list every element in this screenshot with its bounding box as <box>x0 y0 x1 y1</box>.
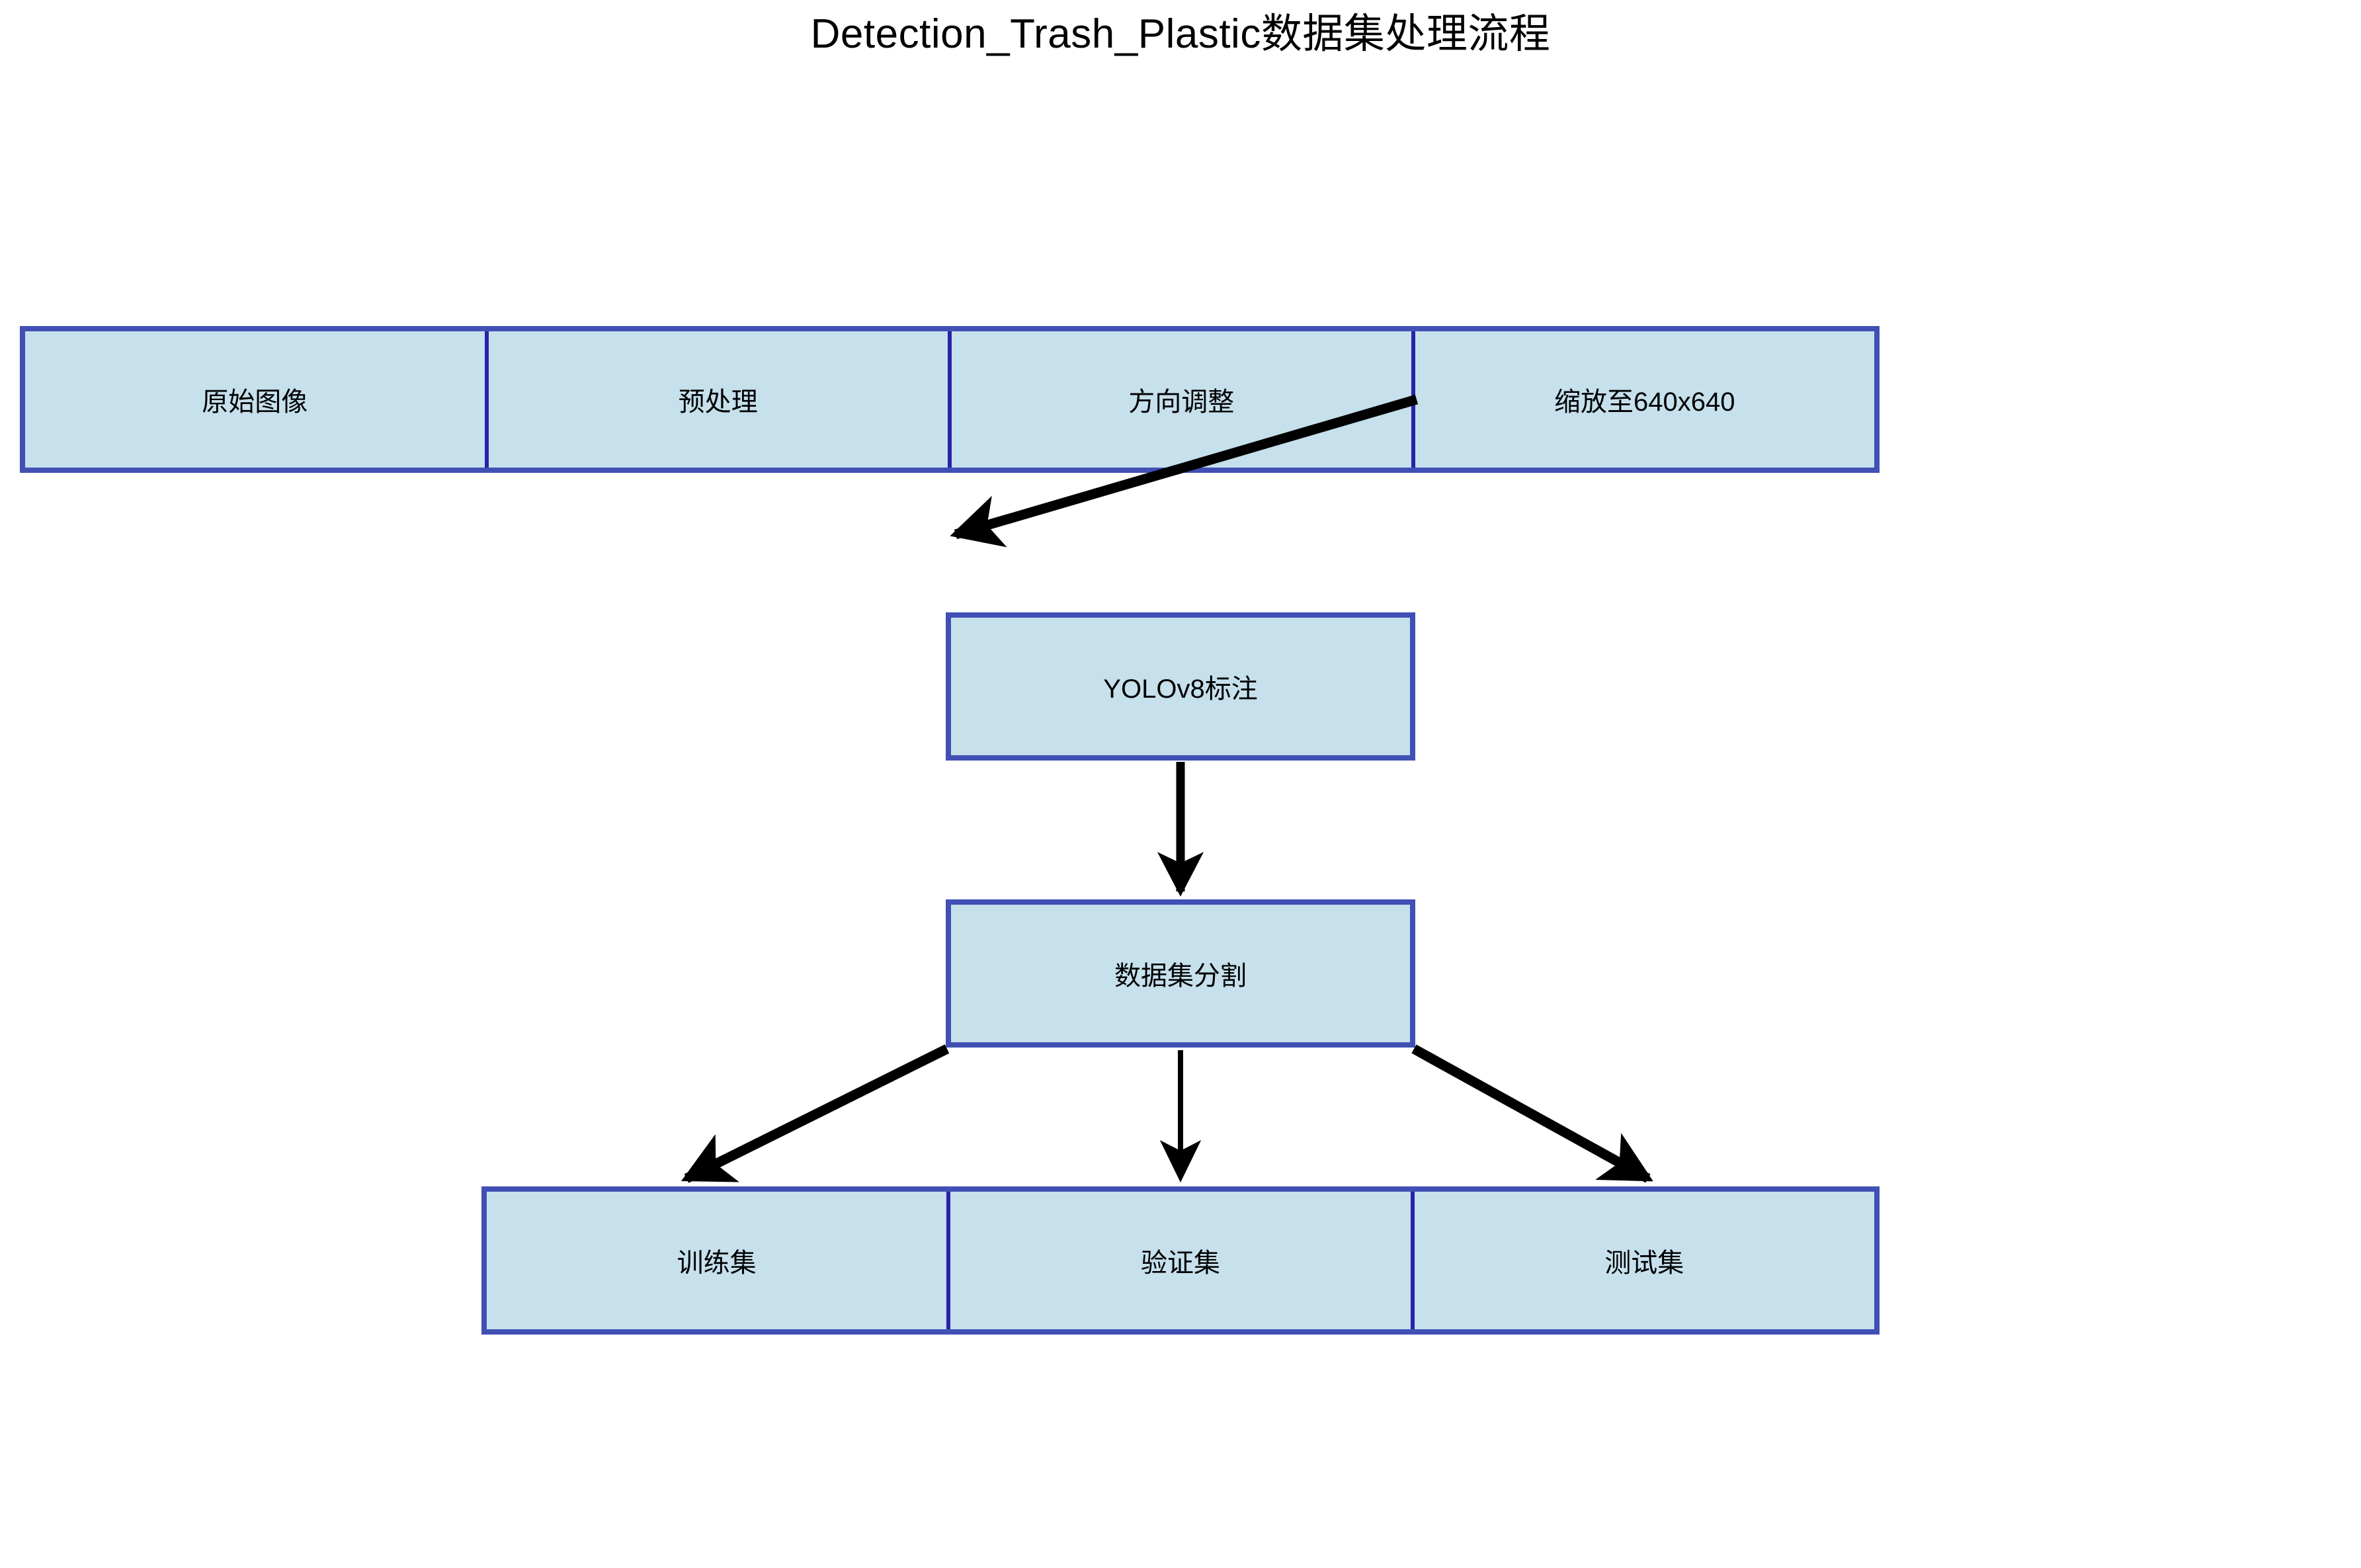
pipeline-cell-original-image[interactable]: 原始图像 <box>25 331 489 468</box>
split-cell-label: 训练集 <box>677 1249 757 1278</box>
node-label: 数据集分割 <box>1114 962 1247 991</box>
pipeline-cell-label: 缩放至640x640 <box>1554 388 1735 417</box>
pipeline-cell-label: 方向调整 <box>1128 388 1235 417</box>
split-cell-test[interactable]: 测试集 <box>1414 1192 1874 1329</box>
node-dataset-split[interactable]: 数据集分割 <box>946 899 1415 1048</box>
split-cell-label: 测试集 <box>1604 1249 1684 1278</box>
split-cell-train[interactable]: 训练集 <box>487 1192 951 1329</box>
split-cell-validation[interactable]: 验证集 <box>950 1192 1415 1329</box>
page-title: Detection_Trash_Plastic数据集处理流程 <box>810 11 1551 57</box>
preprocessing-pipeline-row: 原始图像 预处理 方向调整 缩放至640x640 <box>20 326 1880 473</box>
edge-split-to-train <box>681 1044 950 1183</box>
node-label: YOLOv8标注 <box>1103 675 1258 704</box>
pipeline-cell-resize[interactable]: 缩放至640x640 <box>1415 331 1874 468</box>
pipeline-cell-orientation[interactable]: 方向调整 <box>952 331 1415 468</box>
pipeline-cell-label: 预处理 <box>678 388 758 417</box>
pipeline-cell-preprocess[interactable]: 预处理 <box>488 331 952 468</box>
split-cell-label: 验证集 <box>1140 1249 1220 1278</box>
edge-split-to-test <box>1411 1044 1653 1183</box>
dataset-splits-row: 训练集 验证集 测试集 <box>481 1186 1880 1335</box>
node-yolov8-annotation[interactable]: YOLOv8标注 <box>946 612 1415 761</box>
pipeline-cell-label: 原始图像 <box>202 388 308 417</box>
